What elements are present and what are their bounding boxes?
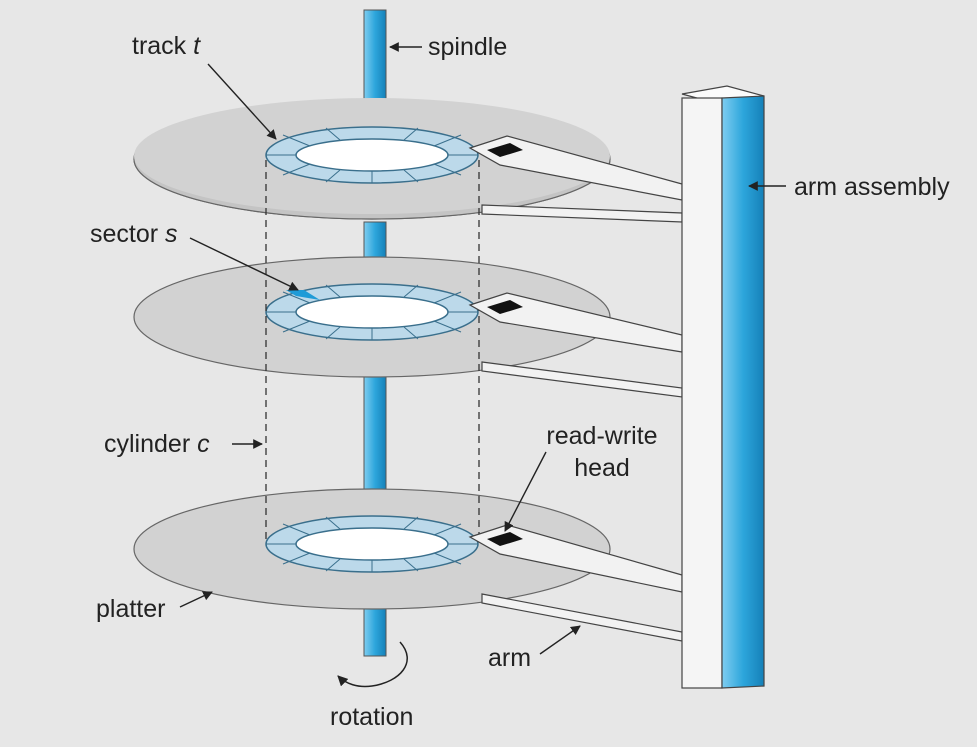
leader-lines <box>179 42 786 655</box>
platter-leader <box>179 591 213 608</box>
cylinder-outline <box>265 160 480 544</box>
platter-2 <box>133 256 611 378</box>
track-label: track t <box>132 32 201 60</box>
arm-label: arm <box>488 644 531 672</box>
arm-assembly-column <box>681 85 765 689</box>
read-write-label: read-write <box>546 422 657 450</box>
track-leader <box>207 63 277 140</box>
read-write-leader <box>504 451 547 532</box>
arm-assembly-label: arm assembly <box>794 173 950 201</box>
spindle-label: spindle <box>428 33 507 61</box>
arms <box>468 135 683 642</box>
platter-3 <box>133 488 611 610</box>
read-write-heads <box>487 143 523 546</box>
sector-leader <box>189 237 299 291</box>
platter-1 <box>133 98 611 220</box>
highlighted-sector <box>286 290 320 300</box>
cylinder-label: cylinder c <box>104 430 210 458</box>
head-label: head <box>574 454 630 482</box>
platter-label: platter <box>96 595 165 623</box>
arm-leader <box>539 625 581 655</box>
sector-label: sector s <box>90 220 178 248</box>
rotation-arrow <box>337 641 408 688</box>
rotation-label: rotation <box>330 703 413 731</box>
